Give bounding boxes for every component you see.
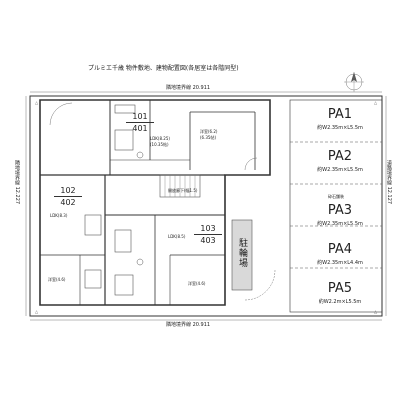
- top-boundary-label: 隣地境界線 20.911: [166, 85, 211, 91]
- room-label: 洋室(4.6): [48, 277, 66, 282]
- parking-size: 約W2.35m×L5.5m: [317, 167, 363, 173]
- unit-label-102: 102 402: [50, 186, 86, 207]
- pavement-note: 砕石舗装: [328, 194, 344, 199]
- parking-space-pa2: PA2 約W2.35m×L5.5m: [300, 150, 380, 173]
- kitchen-counter: [114, 104, 136, 114]
- room-label: LDK(8.5): [168, 234, 186, 239]
- parking-space-pa5: PA5 約W2.2m×L5.5m: [300, 282, 380, 305]
- north-arrow-icon: [344, 72, 364, 92]
- room-label: LDK(8.3): [50, 213, 68, 218]
- corner-marker: △: [35, 100, 39, 105]
- parking-size: 約W2.35m×L5.5m: [317, 221, 363, 227]
- parking-size: 約W2.35m×L4.4m: [317, 260, 363, 266]
- door-swing: [49, 102, 73, 126]
- bath: [114, 129, 134, 151]
- room-label: LDK(8.25): [150, 136, 170, 141]
- parking-name: PA5: [327, 281, 353, 296]
- parking-zone: [289, 99, 383, 313]
- unit-separator: [194, 234, 222, 235]
- parking-name: PA2: [327, 149, 353, 164]
- bath: [114, 274, 134, 296]
- unit-number: 401: [132, 124, 148, 133]
- unit-number: 103: [200, 224, 216, 233]
- parking-space-pa1: PA1 約W2.35m×L5.5m: [300, 108, 380, 131]
- toilet: [136, 151, 144, 159]
- parking-name: PA1: [327, 107, 353, 122]
- corner-marker: △: [374, 100, 378, 105]
- unit-label-101: 101 401: [122, 112, 158, 133]
- room-sub-label: (6.35帖): [200, 135, 217, 140]
- parking-name: PA4: [327, 242, 353, 257]
- room-sub-label: (10.35帖): [150, 142, 169, 147]
- drawing-title: プルミエ千歳 物件敷地、建物配置図(各居室は各階同型): [88, 65, 239, 72]
- parking-name: PA3: [327, 203, 353, 218]
- kitchen-counter: [114, 229, 132, 253]
- left-boundary-label: 隣地境界線 12.227: [14, 160, 20, 205]
- toilet: [136, 258, 144, 266]
- unit-separator: [126, 122, 154, 123]
- bicycle-parking-label: 駐輪場: [237, 238, 247, 268]
- parking-space-pa4: PA4 約W2.35m×L4.4m: [300, 243, 380, 266]
- unit-number: 102: [60, 186, 76, 195]
- door-swing: [244, 269, 276, 301]
- kitchen-counter: [84, 214, 102, 236]
- door-swing: [244, 157, 258, 171]
- corner-marker: △: [35, 309, 39, 314]
- corner-marker: △: [374, 309, 378, 314]
- unit-number: 402: [60, 198, 76, 207]
- room-label: 洋室(6.2): [200, 129, 218, 134]
- room-label: 洋室(4.6): [188, 281, 206, 286]
- bath: [84, 269, 102, 289]
- parking-space-pa3: PA3 約W2.35m×L5.5m: [300, 204, 380, 227]
- bottom-boundary-label: 隣地境界線 20.911: [166, 322, 211, 328]
- parking-size: 約W2.2m×L5.5m: [318, 299, 362, 305]
- unit-label-103: 103 403: [190, 224, 226, 245]
- parking-size: 約W2.35m×L5.5m: [317, 125, 363, 131]
- right-boundary-label: 道路境界線 12.127: [386, 160, 392, 205]
- unit-separator: [54, 196, 82, 197]
- corridor-label: 開放廊下(幅1.5): [168, 188, 198, 193]
- bicycle-parking: [231, 219, 253, 291]
- unit-number: 101: [132, 112, 148, 121]
- unit-number: 403: [200, 236, 216, 245]
